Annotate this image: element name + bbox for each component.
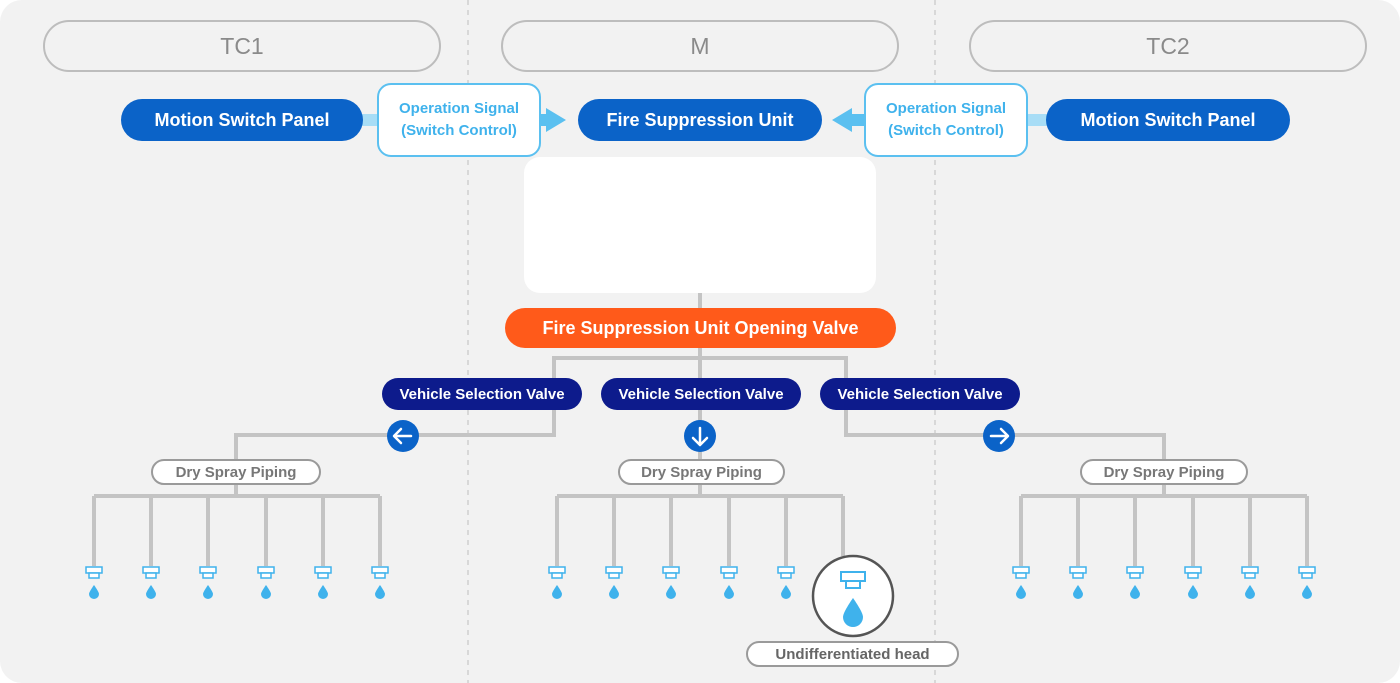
piping-label: Dry Spray Piping xyxy=(175,463,297,481)
section-label: M xyxy=(690,32,710,59)
vehicle-selection-valve-center: Vehicle Selection Valve xyxy=(601,378,801,410)
section-label: TC2 xyxy=(1146,32,1190,59)
nozzle-icon xyxy=(720,566,738,599)
selection-valve-label: Vehicle Selection Valve xyxy=(399,385,565,403)
vehicle-selection-valve-left: Vehicle Selection Valve xyxy=(382,378,582,410)
dry-spray-piping-left: Dry Spray Piping xyxy=(151,459,321,485)
vehicle-selection-valve-right: Vehicle Selection Valve xyxy=(820,378,1020,410)
nozzle-icon xyxy=(1184,566,1202,599)
motion-switch-panel-left: Motion Switch Panel xyxy=(121,99,363,141)
nozzle-icon xyxy=(257,566,275,599)
nozzle-icon xyxy=(777,566,795,599)
undifferentiated-head-label: Undifferentiated head xyxy=(746,641,959,667)
section-tc1: TC1 xyxy=(43,20,441,72)
signal-arrow-right xyxy=(832,108,1048,132)
selection-valve-label: Vehicle Selection Valve xyxy=(618,385,784,403)
operation-signal-right: Operation Signal (Switch Control) xyxy=(864,83,1028,157)
unit-label: Fire Suppression Unit xyxy=(606,109,794,130)
arrow-down-icon xyxy=(684,420,716,452)
motion-switch-panel-right: Motion Switch Panel xyxy=(1046,99,1290,141)
nozzle-icon xyxy=(662,566,680,599)
panel-label: Motion Switch Panel xyxy=(1080,109,1256,130)
selection-valve-label: Vehicle Selection Valve xyxy=(837,385,1003,403)
nozzle-icon xyxy=(142,566,160,599)
nozzle-icon xyxy=(1241,566,1259,599)
opening-valve-label: Fire Suppression Unit Opening Valve xyxy=(542,317,859,338)
section-label: TC1 xyxy=(220,32,264,59)
opening-valve: Fire Suppression Unit Opening Valve xyxy=(505,308,896,348)
nozzle-icon xyxy=(199,566,217,599)
nozzle-icon xyxy=(371,566,389,599)
cylinder-box xyxy=(524,157,876,293)
arrow-right-icon xyxy=(983,420,1015,452)
dry-spray-piping-right: Dry Spray Piping xyxy=(1080,459,1248,485)
head-label: Undifferentiated head xyxy=(775,645,930,663)
piping-label: Dry Spray Piping xyxy=(1103,463,1225,481)
panel-label: Motion Switch Panel xyxy=(154,109,330,130)
spray-branch xyxy=(1012,485,1316,599)
spray-branch xyxy=(548,485,845,599)
section-m: M xyxy=(501,20,899,72)
piping-label: Dry Spray Piping xyxy=(641,463,762,481)
nozzle-icon xyxy=(1126,566,1144,599)
undifferentiated-head-icon xyxy=(811,554,895,638)
dry-spray-piping-center: Dry Spray Piping xyxy=(618,459,785,485)
spray-branch xyxy=(85,485,389,599)
nozzle-icon xyxy=(1298,566,1316,599)
nozzle-icon xyxy=(1012,566,1030,599)
arrow-left-icon xyxy=(387,420,419,452)
nozzle-icon xyxy=(1069,566,1087,599)
signal-label: Operation Signal (Switch Control) xyxy=(398,100,519,139)
fire-suppression-unit: Fire Suppression Unit xyxy=(578,99,822,141)
operation-signal-left: Operation Signal (Switch Control) xyxy=(377,83,541,157)
nozzle-icon xyxy=(314,566,332,599)
nozzle-icon xyxy=(605,566,623,599)
nozzle-icon xyxy=(548,566,566,599)
nozzle-icon xyxy=(85,566,103,599)
signal-label: Operation Signal (Switch Control) xyxy=(885,100,1006,139)
section-tc2: TC2 xyxy=(969,20,1367,72)
